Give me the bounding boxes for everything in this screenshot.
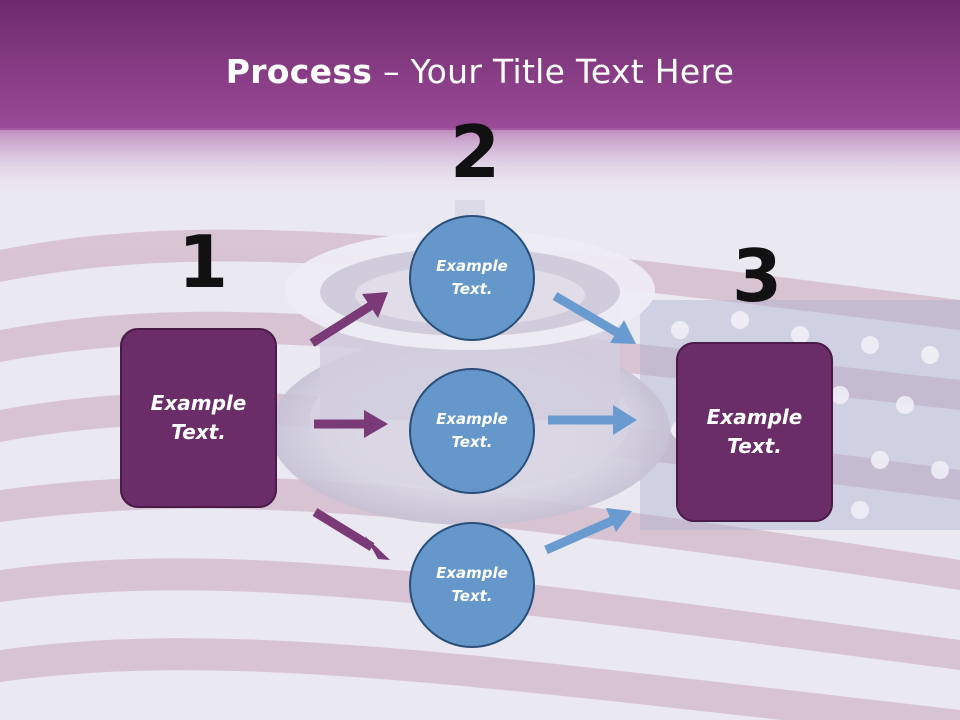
step-1-text-line2: Text.: [171, 420, 226, 444]
step-3-text-line2: Text.: [727, 434, 782, 458]
arrow-1-to-top: [309, 292, 388, 347]
step-2-top-line1: Example: [436, 257, 508, 275]
step-2-middle-line1: Example: [436, 410, 508, 428]
step-2-top-line2: Text.: [451, 280, 493, 298]
arrow-1-to-bottom: [312, 508, 390, 560]
arrow-1-to-middle: [314, 410, 388, 438]
arrow-middle-to-3: [548, 405, 637, 435]
arrow-bottom-to-3: [544, 508, 632, 555]
step-3-text-line1: Example: [706, 405, 803, 429]
step-2-number: 2: [450, 110, 501, 194]
step-1-text-line1: Example: [150, 391, 247, 415]
page-title: Process – Your Title Text Here: [0, 52, 960, 91]
step-3-number: 3: [732, 234, 783, 318]
step-2-bottom-line2: Text.: [451, 587, 493, 605]
arrow-top-to-3: [552, 292, 636, 344]
step-2-bottom-line1: Example: [436, 564, 508, 582]
step-2-middle-line2: Text.: [451, 433, 493, 451]
title-rest: – Your Title Text Here: [372, 52, 735, 91]
title-bold: Process: [225, 52, 373, 91]
step-1-number: 1: [178, 220, 229, 304]
